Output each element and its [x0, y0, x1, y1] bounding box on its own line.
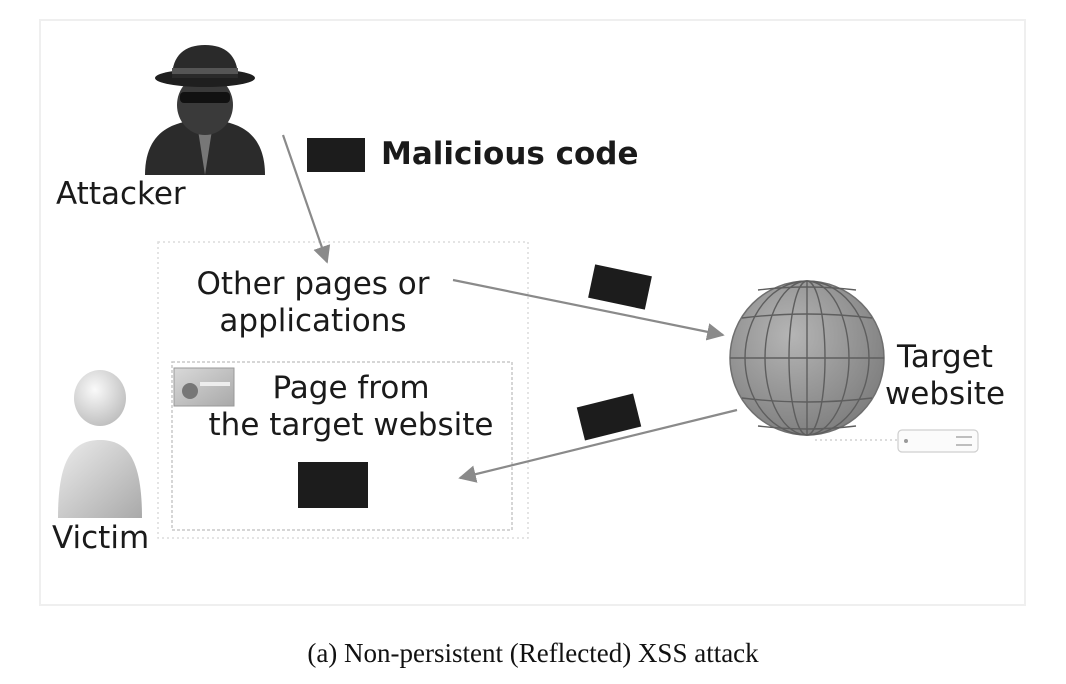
other-pages-label: Other pages or applications — [168, 266, 458, 340]
arrow-target-to-victim — [458, 408, 738, 483]
browser-thumbnail-icon — [173, 367, 235, 407]
other-pages-line1: Other pages or — [196, 266, 430, 302]
other-pages-box — [157, 241, 529, 539]
legend-malicious-code-label: Malicious code — [381, 136, 639, 172]
other-pages-line2: applications — [219, 303, 407, 339]
legend-payload-block — [307, 138, 365, 172]
target-website-line1: Target — [897, 339, 993, 375]
payload-block-to-victim — [576, 393, 642, 441]
figure-caption: (a) Non-persistent (Reflected) XSS attac… — [307, 638, 759, 668]
payload-block-to-target — [588, 264, 652, 310]
victim-icon — [58, 370, 142, 518]
attacker-icon — [145, 45, 265, 175]
server-bar-icon — [815, 429, 979, 453]
globe-icon — [729, 280, 885, 436]
attacker-label: Attacker — [56, 176, 186, 212]
payload-block-in-page — [298, 462, 368, 508]
target-website-label: Target website — [870, 339, 1020, 413]
target-page-label: Page from the target website — [196, 370, 506, 444]
target-page-line1: Page from — [272, 370, 430, 406]
victim-label: Victim — [52, 520, 150, 556]
target-page-box — [171, 361, 513, 531]
figure-frame — [39, 19, 1026, 606]
arrow-pages-to-target — [452, 278, 725, 341]
target-website-line2: website — [884, 376, 1006, 412]
arrow-attacker-to-pages — [281, 134, 331, 264]
target-page-line2: the target website — [208, 407, 494, 443]
